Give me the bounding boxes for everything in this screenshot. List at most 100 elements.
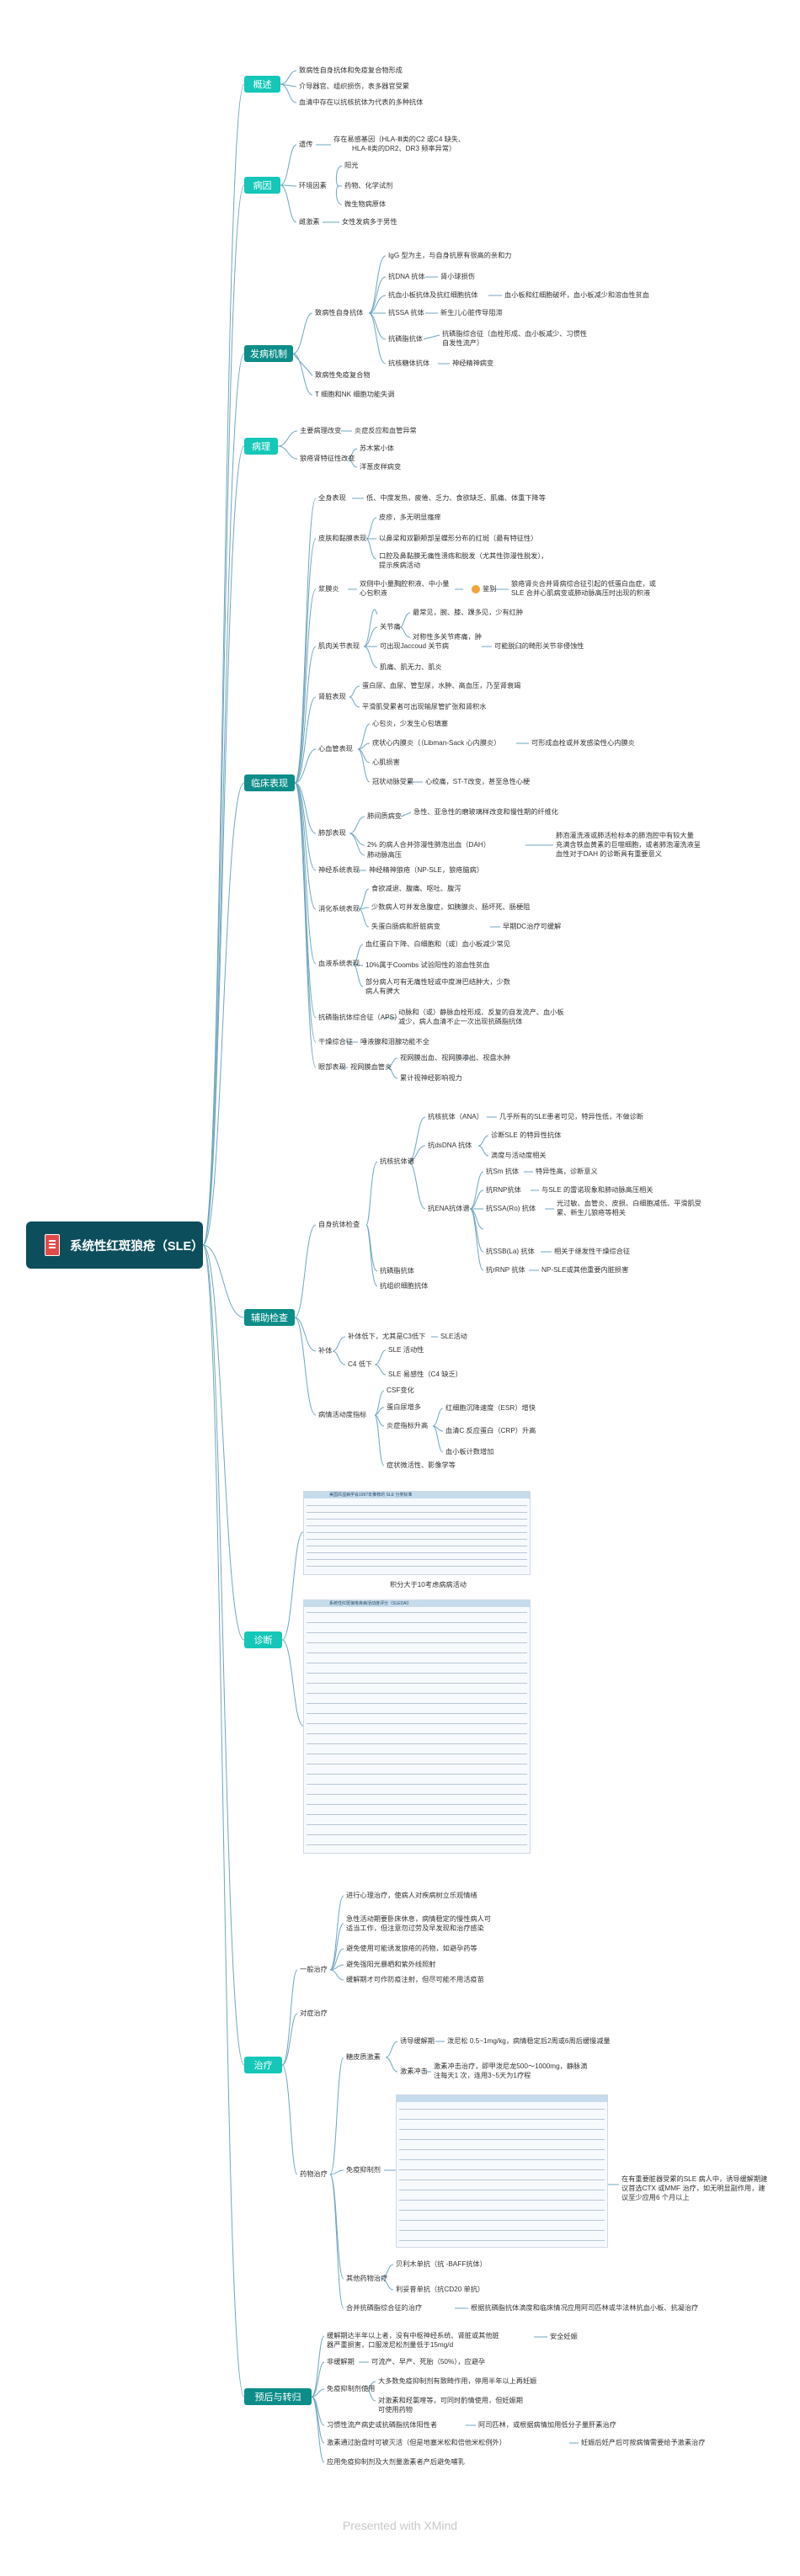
node[interactable]: 新生儿心脏传导阻滞 (440, 309, 503, 317)
node[interactable]: 抗核糖体抗体 (388, 359, 430, 367)
node[interactable]: 视网膜血管炎 (350, 1063, 392, 1071)
node[interactable]: 神经系统表现 (318, 866, 360, 874)
node[interactable]: 狼疮肾炎合并肾病综合征引起的低蛋白血症，或 (511, 580, 656, 588)
node[interactable]: 抗ENA抗体谱 (428, 1205, 470, 1212)
node[interactable]: 微生物病原体 (344, 200, 387, 208)
node[interactable]: 炎症指标升高 (387, 1422, 429, 1429)
node[interactable]: 病情活动度指标 (318, 1411, 367, 1418)
node[interactable]: 狼疮肾特征性改变 (300, 455, 355, 462)
node[interactable]: 根据抗磷脂抗体滴度和临床情况应用阿司匹林或华法林抗血小板、抗凝治疗 (471, 2304, 699, 2312)
node[interactable]: 进行心理治疗，使病人对疾病树立乐观情绪 (346, 1892, 477, 1899)
node[interactable]: 自身抗体检查 (318, 1221, 360, 1228)
node[interactable]: SLE 合并心肌病变或肺动脉高压时出现的积液 (511, 589, 651, 597)
node[interactable]: 补体 (318, 1347, 333, 1355)
node[interactable]: 补体低下，尤其是C3低下 (348, 1333, 426, 1340)
node[interactable]: HLA-Ⅱ类的DR2、DR3 频率异常） (352, 145, 456, 152)
node[interactable]: 双侧中小量胸腔积液、中小量 (360, 580, 450, 588)
node[interactable]: 神经精神狼疮（NP-SLE，狼疮脑病） (369, 866, 484, 874)
node[interactable]: 致病性自身抗体 (315, 309, 364, 317)
node[interactable]: 对症治疗 (300, 2009, 328, 2017)
node[interactable]: 少数病人可并发急腹症，如胰腺炎、肠坏死、肠梗阻 (371, 903, 531, 911)
node[interactable]: 以鼻梁和双颧颊部呈蝶形分布的红斑（最有特征性） (379, 535, 538, 542)
node[interactable]: SLE 易感性（C4 缺乏） (388, 1370, 462, 1378)
node[interactable]: 肺泡灌洗液或肺活检标本的肺泡腔中有较大量 (556, 832, 694, 839)
node[interactable]: 肺间质病变 (367, 812, 402, 820)
node[interactable]: 妊娠后妊产后可按病情需要给予激素治疗 (581, 2439, 706, 2446)
node[interactable]: 食欲减退、腹痛、呕吐、腹泻 (371, 885, 461, 892)
node[interactable]: 避免使用可能诱发狼疮的药物，如避孕药等 (346, 1945, 477, 1952)
node[interactable]: 特异性高，诊断意义 (536, 1168, 598, 1175)
node[interactable]: 适当工作，但注意勿过劳及早发现和治疗感染 (346, 1924, 484, 1932)
node[interactable]: 女性发病多于男性 (342, 218, 397, 226)
node[interactable]: 一般治疗 (300, 1966, 328, 1973)
node[interactable]: 部分病人可有无痛性轻或中度淋巴结肿大，少数 (365, 978, 510, 986)
branch-overview[interactable]: 概述 (244, 76, 280, 93)
node[interactable]: 神经精神病变 (452, 359, 494, 367)
node[interactable]: 肾脏表现 (318, 693, 346, 700)
node[interactable]: 自发性流产） (442, 339, 484, 347)
node[interactable]: 光过敏、血管炎、皮损、白细胞减低、平滑肌受 (557, 1200, 701, 1207)
node[interactable]: 肺部表现 (318, 829, 346, 837)
node[interactable]: 早期DC治疗可缓解 (503, 923, 562, 930)
node[interactable]: 缓解期才可作防疫注射，但尽可能不用活疫苗 (346, 1976, 484, 1983)
node[interactable]: 症状微活性、影像学等 (387, 1461, 456, 1469)
node[interactable]: 血小板计数增加 (445, 1448, 494, 1456)
node[interactable]: 肾小球损伤 (440, 273, 475, 280)
node[interactable]: 血红蛋白下降、白细胞和（或）血小板减少常见 (365, 940, 510, 948)
node[interactable]: CSF变化 (387, 1386, 414, 1394)
node[interactable]: 累计视神经影响视力 (400, 1074, 462, 1082)
node[interactable]: 相关于继发性干燥综合征 (554, 1248, 631, 1255)
node[interactable]: 抗磷脂抗体 (380, 1267, 414, 1275)
node[interactable]: 充满含铁血黄素的巨噬细胞，或者肺泡灌洗液呈 (556, 841, 701, 849)
node[interactable]: 激素冲击治疗，即甲泼尼龙500～1000mg，静脉滴 (434, 2062, 588, 2070)
node[interactable]: 抗RNP抗体 (486, 1186, 521, 1194)
node[interactable]: T 细胞和NK 细胞功能失调 (315, 391, 395, 398)
node[interactable]: 肌肉关节表现 (318, 642, 360, 650)
node[interactable]: 激素通过胎盘时可被灭活（但是地塞米松和倍他米松例外） (327, 2439, 506, 2446)
node[interactable]: 抗SSA 抗体 (388, 309, 424, 317)
node[interactable]: 诱导缓解期 (400, 2037, 435, 2045)
node[interactable]: 炎症反应和血管异常 (355, 427, 417, 434)
node[interactable]: 鉴别 (483, 585, 497, 593)
node[interactable]: 蛋白尿、血尿、管型尿，水肿、高血压，乃至肾衰竭 (362, 682, 521, 689)
node[interactable]: 滴度与活动度相关 (491, 1152, 547, 1159)
node[interactable]: 心肌损害 (372, 758, 400, 766)
node[interactable]: 血清中存在以抗核抗体为代表的多种抗体 (299, 98, 424, 106)
node[interactable]: 累、新生儿狼疮等相关 (557, 1209, 626, 1216)
node[interactable]: 对激素和羟氯喹等，可同时酌情使用，但妊娠期 (378, 2397, 523, 2404)
node[interactable]: 积分大于10考虑病病活动 (390, 1581, 467, 1589)
node[interactable]: 血清C 反应蛋白（CRP）升高 (445, 1427, 536, 1434)
node[interactable]: 在有重要脏器受累的SLE 病人中，诱导缓解期建 (621, 2175, 768, 2183)
node[interactable]: 失蛋白肠病和肝脏病变 (371, 923, 440, 930)
node[interactable]: 遗传 (299, 141, 313, 148)
node[interactable]: NP-SLE或其他重要内脏损害 (541, 1266, 629, 1274)
node[interactable]: 议至少应用6 个月以上 (621, 2194, 690, 2201)
node[interactable]: 抗磷脂综合征（血栓形成、血小板减少、习惯性 (442, 330, 587, 338)
node[interactable]: SLE 活动性 (388, 1346, 424, 1354)
node[interactable]: 大多数免疫抑制剂有致畸作用，停用半年以上再妊娠 (378, 2377, 537, 2385)
node[interactable]: 可出现Jaccoud 关节病 (380, 642, 449, 650)
node[interactable]: 浆膜炎 (318, 585, 339, 593)
node[interactable]: 缓解期达半年以上者，没有中枢神经系统、肾脏或其他脏 (327, 2332, 499, 2339)
node[interactable]: 苏木紫小体 (360, 444, 394, 452)
node[interactable]: 免疫抑制剂使用 (327, 2385, 376, 2392)
node[interactable]: 肺动脉高压 (367, 851, 402, 859)
node[interactable]: 皮疹，多无明显瘙痒 (379, 514, 441, 521)
node[interactable]: 抗SSB(La) 抗体 (486, 1248, 535, 1255)
node[interactable]: 心血管表现 (318, 745, 353, 753)
node[interactable]: 药物治疗 (300, 2170, 328, 2178)
node[interactable]: 可使用药物 (378, 2406, 413, 2414)
node[interactable]: 雌激素 (299, 218, 320, 226)
node[interactable]: 抗核抗体（ANA） (428, 1113, 483, 1120)
node[interactable]: 心包炎，少发生心包填塞 (372, 720, 449, 727)
node[interactable]: 病人有脾大 (365, 987, 400, 995)
node[interactable]: 糖皮质激素 (346, 2053, 381, 2061)
branch-auxiliary-exam[interactable]: 辅助检查 (244, 1309, 295, 1326)
node[interactable]: 习惯性流产病史或抗磷脂抗体阳性者 (327, 2421, 438, 2429)
node[interactable]: 2% 的病人合并弥漫性肺泡出血（DAH） (367, 841, 491, 849)
node[interactable]: 非缓解期 (327, 2358, 355, 2366)
node[interactable]: SLE活动 (440, 1333, 467, 1340)
node[interactable]: 心绞痛，ST-T改变，甚至急性心梗 (425, 778, 531, 785)
node[interactable]: 存在易感基因（HLA-Ⅲ类的C2 或C4 缺失、 (333, 136, 466, 143)
root-topic[interactable]: 系统性红斑狼疮（SLE） (26, 1221, 204, 1269)
